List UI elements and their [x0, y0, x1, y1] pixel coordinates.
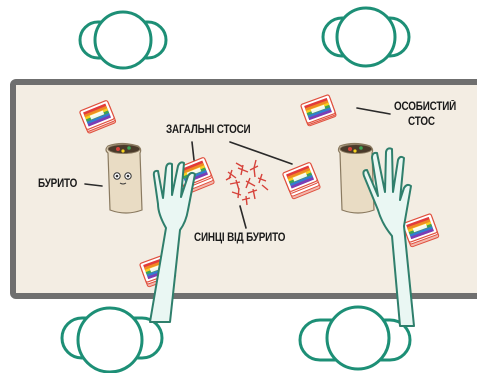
chair-top-left: [80, 12, 166, 68]
label-personal-stack-line2: СТОС: [408, 116, 435, 129]
label-shared-stacks: ЗАГАЛЬНІ СТОСИ: [166, 124, 251, 137]
label-burrito-bruises: СИНЦІ ВІД БУРИТО: [194, 232, 285, 245]
label-personal-stack-line1: ОСОБИСТИЙ: [394, 101, 456, 114]
label-burrito: БУРИТО: [38, 178, 77, 191]
chair-bottom-right: [300, 307, 410, 369]
chair-top-right: [323, 8, 409, 66]
burrito-left: [106, 144, 142, 214]
chair-bottom-left: [62, 308, 162, 372]
